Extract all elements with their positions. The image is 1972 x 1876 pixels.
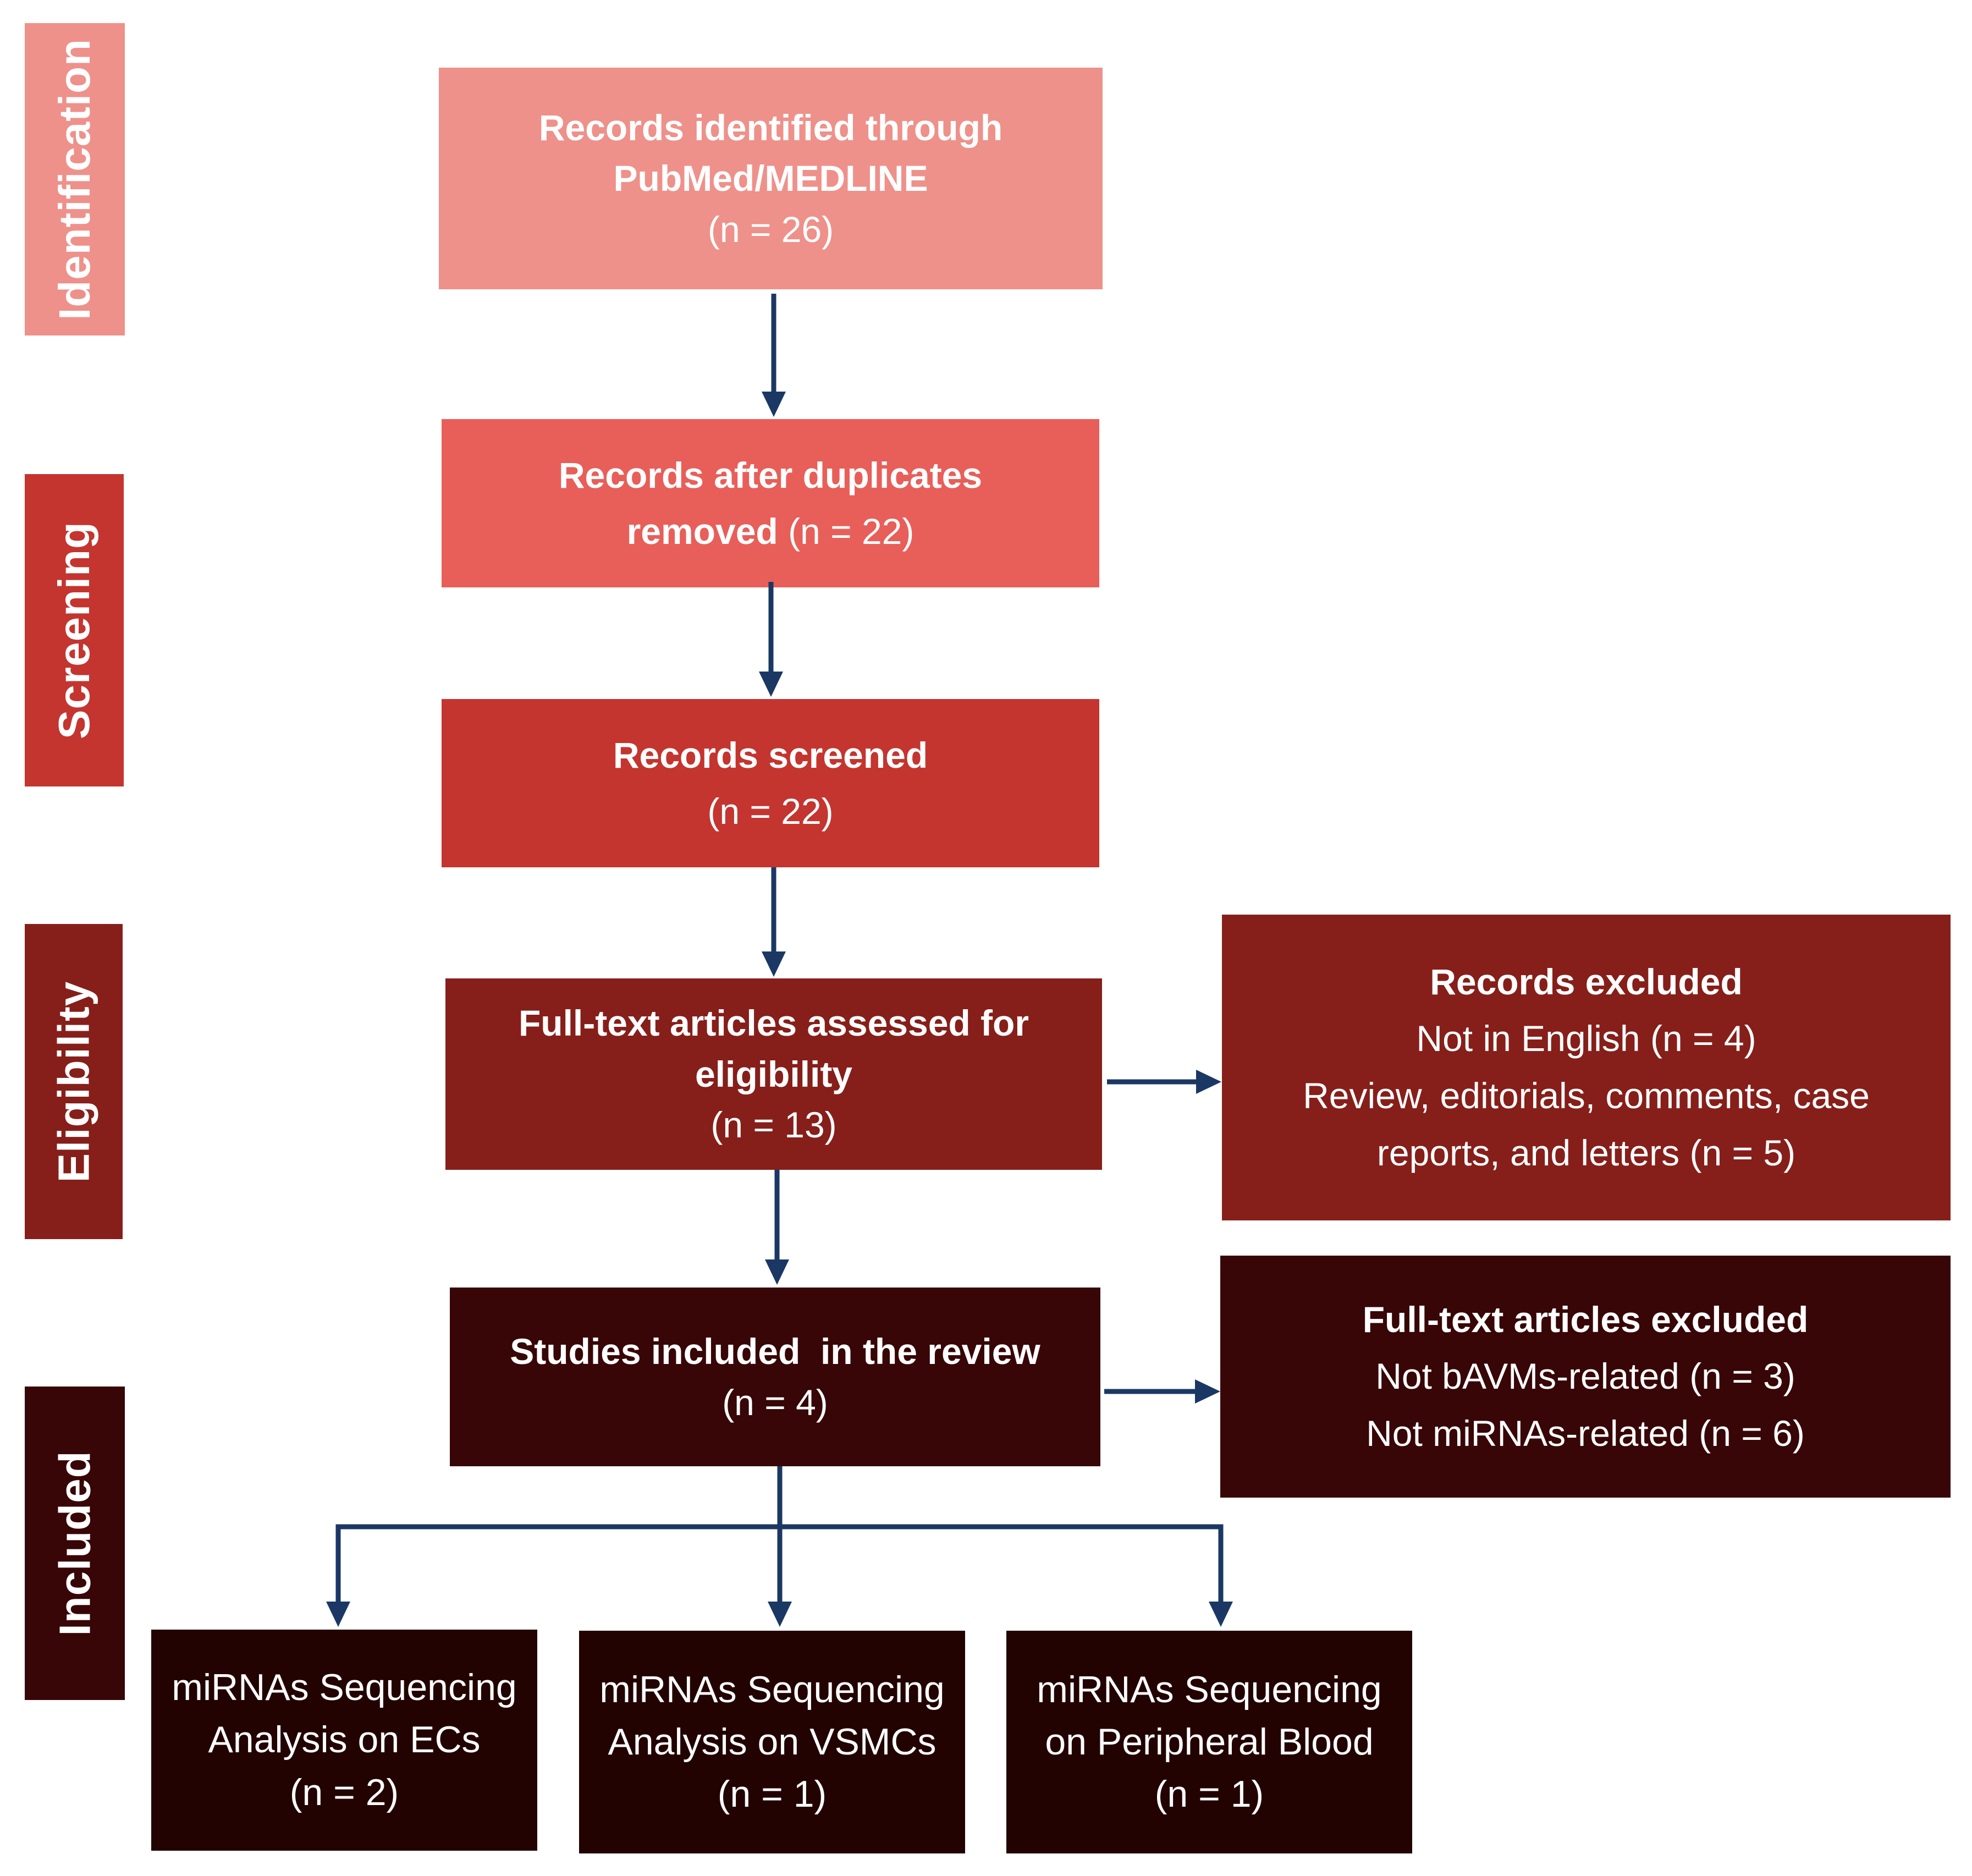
- records-excluded-title: Records excluded: [1430, 961, 1743, 1002]
- fulltext-assessed-count: (n = 13): [710, 1104, 837, 1146]
- records-after-duplicates-line1: Records after duplicates: [558, 454, 983, 496]
- arrowhead-fulltext-excluded: [1195, 1379, 1220, 1404]
- vsmcs-box: miRNAs Sequencing Analysis on VSMCs (n =…: [579, 1631, 965, 1853]
- records-identified-line1: Records identified through: [538, 107, 1003, 148]
- records-excluded-box: Records excluded Not in English (n = 4) …: [1222, 915, 1951, 1220]
- arrowhead-duplicates: [762, 392, 786, 417]
- phase-screening: Screening: [25, 474, 124, 786]
- phase-identification: Identification: [25, 23, 125, 335]
- arrowhead-assessed: [762, 951, 786, 977]
- vsmcs-line2: Analysis on VSMCs: [608, 1720, 937, 1763]
- records-excluded-line3: reports, and letters (n = 5): [1376, 1132, 1796, 1173]
- peripheral-blood-box: miRNAs Sequencing on Peripheral Blood (n…: [1006, 1631, 1412, 1853]
- peripheral-blood-line2: on Peripheral Blood: [1045, 1720, 1374, 1763]
- fulltext-assessed-box: Full-text articles assessed for eligibil…: [445, 978, 1102, 1170]
- records-after-duplicates-removed: removed: [626, 511, 778, 552]
- fulltext-assessed-line1: Full-text articles assessed for: [518, 1003, 1029, 1044]
- phase-eligibility: Eligibility: [25, 924, 123, 1239]
- studies-included-title: Studies included in the review: [510, 1331, 1040, 1372]
- ecs-line1: miRNAs Sequencing: [172, 1666, 517, 1709]
- records-excluded-line1: Not in English (n = 4): [1416, 1018, 1756, 1059]
- fulltext-excluded-line1: Not bAVMs-related (n = 3): [1375, 1356, 1795, 1397]
- studies-included-box: Studies included in the review (n = 4): [450, 1288, 1100, 1466]
- vsmcs-line1: miRNAs Sequencing: [599, 1668, 945, 1710]
- ecs-count: (n = 2): [289, 1771, 399, 1813]
- arrowhead-records-excluded: [1196, 1070, 1221, 1094]
- records-screened-box: Records screened (n = 22): [442, 699, 1099, 867]
- arrowhead-peripheral-blood: [1209, 1602, 1233, 1627]
- fulltext-excluded-box: Full-text articles excluded Not bAVMs-re…: [1220, 1256, 1951, 1498]
- phase-included: Included: [25, 1387, 125, 1700]
- vsmcs-count: (n = 1): [717, 1773, 827, 1816]
- arrowhead-studies-included: [765, 1259, 789, 1285]
- records-screened-title: Records screened: [613, 734, 928, 775]
- peripheral-blood-count: (n = 1): [1154, 1773, 1264, 1816]
- fulltext-assessed-line2: eligibility: [695, 1053, 853, 1094]
- records-identified-box: Records identified through PubMed/MEDLIN…: [439, 68, 1103, 289]
- peripheral-blood-line1: miRNAs Sequencing: [1037, 1668, 1382, 1710]
- arrowhead-vsmcs: [768, 1602, 792, 1627]
- fulltext-excluded-title: Full-text articles excluded: [1362, 1299, 1809, 1340]
- arrowhead-screened: [759, 672, 783, 697]
- arrowhead-ecs: [326, 1602, 350, 1627]
- studies-included-count: (n = 4): [722, 1382, 828, 1423]
- ecs-box: miRNAs Sequencing Analysis on ECs (n = 2…: [151, 1630, 537, 1851]
- records-after-duplicates-count: (n = 22): [778, 511, 915, 552]
- ecs-line2: Analysis on ECs: [208, 1719, 481, 1761]
- records-screened-count: (n = 22): [707, 791, 834, 832]
- records-identified-count: (n = 26): [707, 208, 834, 250]
- records-after-duplicates-box: Records after duplicates removed (n = 22…: [442, 419, 1099, 587]
- records-identified-line2: PubMed/MEDLINE: [613, 158, 928, 199]
- records-excluded-line2: Review, editorials, comments, case: [1303, 1075, 1870, 1116]
- fulltext-excluded-line2: Not miRNAs-related (n = 6): [1366, 1412, 1805, 1454]
